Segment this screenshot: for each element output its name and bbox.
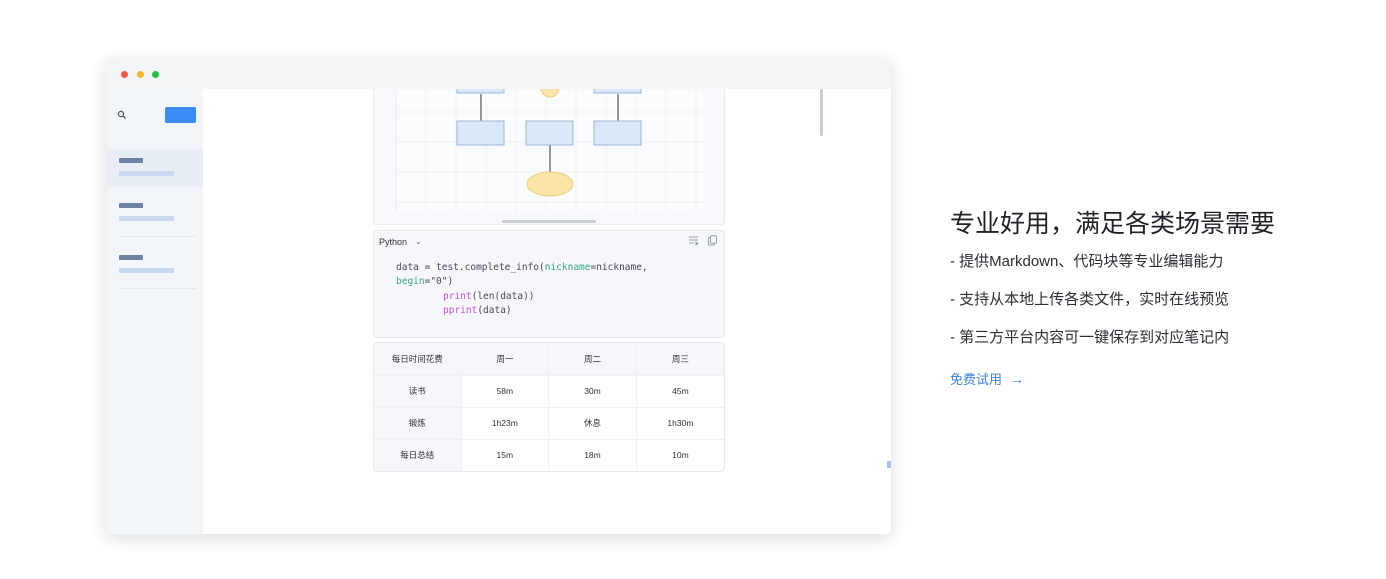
flowchart-diagram <box>373 89 725 225</box>
table-header-cell: 周一 <box>461 343 550 376</box>
window-minimize-dot <box>137 71 144 78</box>
wrap-lines-icon[interactable] <box>688 235 699 246</box>
sidebar-note-item[interactable] <box>107 149 203 187</box>
table-header-cell: 周二 <box>548 343 637 376</box>
code-line: pprint(data) <box>443 305 512 316</box>
side-panel-handle[interactable] <box>887 461 891 468</box>
copy-icon[interactable] <box>707 235 718 246</box>
table-cell: 15m <box>461 439 550 471</box>
feature-item: - 提供Markdown、代码块等专业编辑能力 <box>950 253 1224 270</box>
diagram-horizontal-scrollbar[interactable] <box>502 220 596 223</box>
code-block[interactable]: Python ⌄ data = test.comp <box>373 230 725 338</box>
code-line: print(len(data)) <box>443 291 535 302</box>
app-window-mockup: Python ⌄ data = test.comp <box>107 59 891 534</box>
table-cell: 读书 <box>374 375 462 408</box>
table-cell: 30m <box>548 375 637 408</box>
code-language-label[interactable]: Python <box>379 237 408 247</box>
code-line: begin="0") <box>396 276 454 287</box>
table-cell: 休息 <box>548 407 637 440</box>
table-cell: 1h23m <box>461 407 550 440</box>
feature-item: - 第三方平台内容可一键保存到对应笔记内 <box>950 329 1230 346</box>
table-cell: 10m <box>672 450 689 461</box>
sidebar-divider <box>119 288 196 289</box>
free-trial-link[interactable]: 免费试用 → <box>950 369 1024 388</box>
page-title: 专业好用，满足各类场景需要 <box>950 210 1276 238</box>
table-cell: 每日总结 <box>374 439 462 471</box>
table-cell: 18m <box>548 439 637 471</box>
table-header-cell: 每日时间花费 <box>374 343 462 376</box>
window-close-dot <box>121 71 128 78</box>
table-cell: 1h30m <box>636 407 724 440</box>
table-row: 读书 58m 30m 45m <box>374 375 724 408</box>
free-trial-label: 免费试用 <box>950 372 1003 387</box>
table-row: 每日总结 15m 18m 10m <box>374 439 724 471</box>
table-header-row: 每日时间花费 周一 周二 周三 <box>374 343 724 376</box>
editor-content: Python ⌄ data = test.comp <box>203 89 891 534</box>
window-titlebar <box>107 59 891 89</box>
sidebar-divider <box>119 236 196 237</box>
arrow-right-icon: → <box>1010 371 1025 387</box>
feature-item: - 支持从本地上传各类文件，实时在线预览 <box>950 291 1230 308</box>
sidebar-note-item[interactable] <box>107 245 203 283</box>
table-header-cell: 周三 <box>636 343 724 376</box>
chevron-down-icon[interactable]: ⌄ <box>415 237 422 246</box>
new-note-button[interactable] <box>165 107 196 123</box>
code-line: data = test.complete_info(nickname=nickn… <box>396 262 648 273</box>
table-row: 锻炼 1h23m 休息 1h30m <box>374 407 724 440</box>
time-spend-table: 每日时间花费 周一 周二 周三 读书 58m 30m 45m 锻炼 1h23m <box>373 342 725 472</box>
editor-vertical-scrollbar[interactable] <box>820 89 823 136</box>
sidebar <box>107 89 203 534</box>
table-cell: 58m <box>461 375 550 408</box>
window-maximize-dot <box>152 71 159 78</box>
sidebar-note-item[interactable] <box>107 193 203 231</box>
table-cell: 锻炼 <box>374 407 462 440</box>
search-icon <box>117 110 127 120</box>
table-cell: 45m <box>636 375 724 408</box>
